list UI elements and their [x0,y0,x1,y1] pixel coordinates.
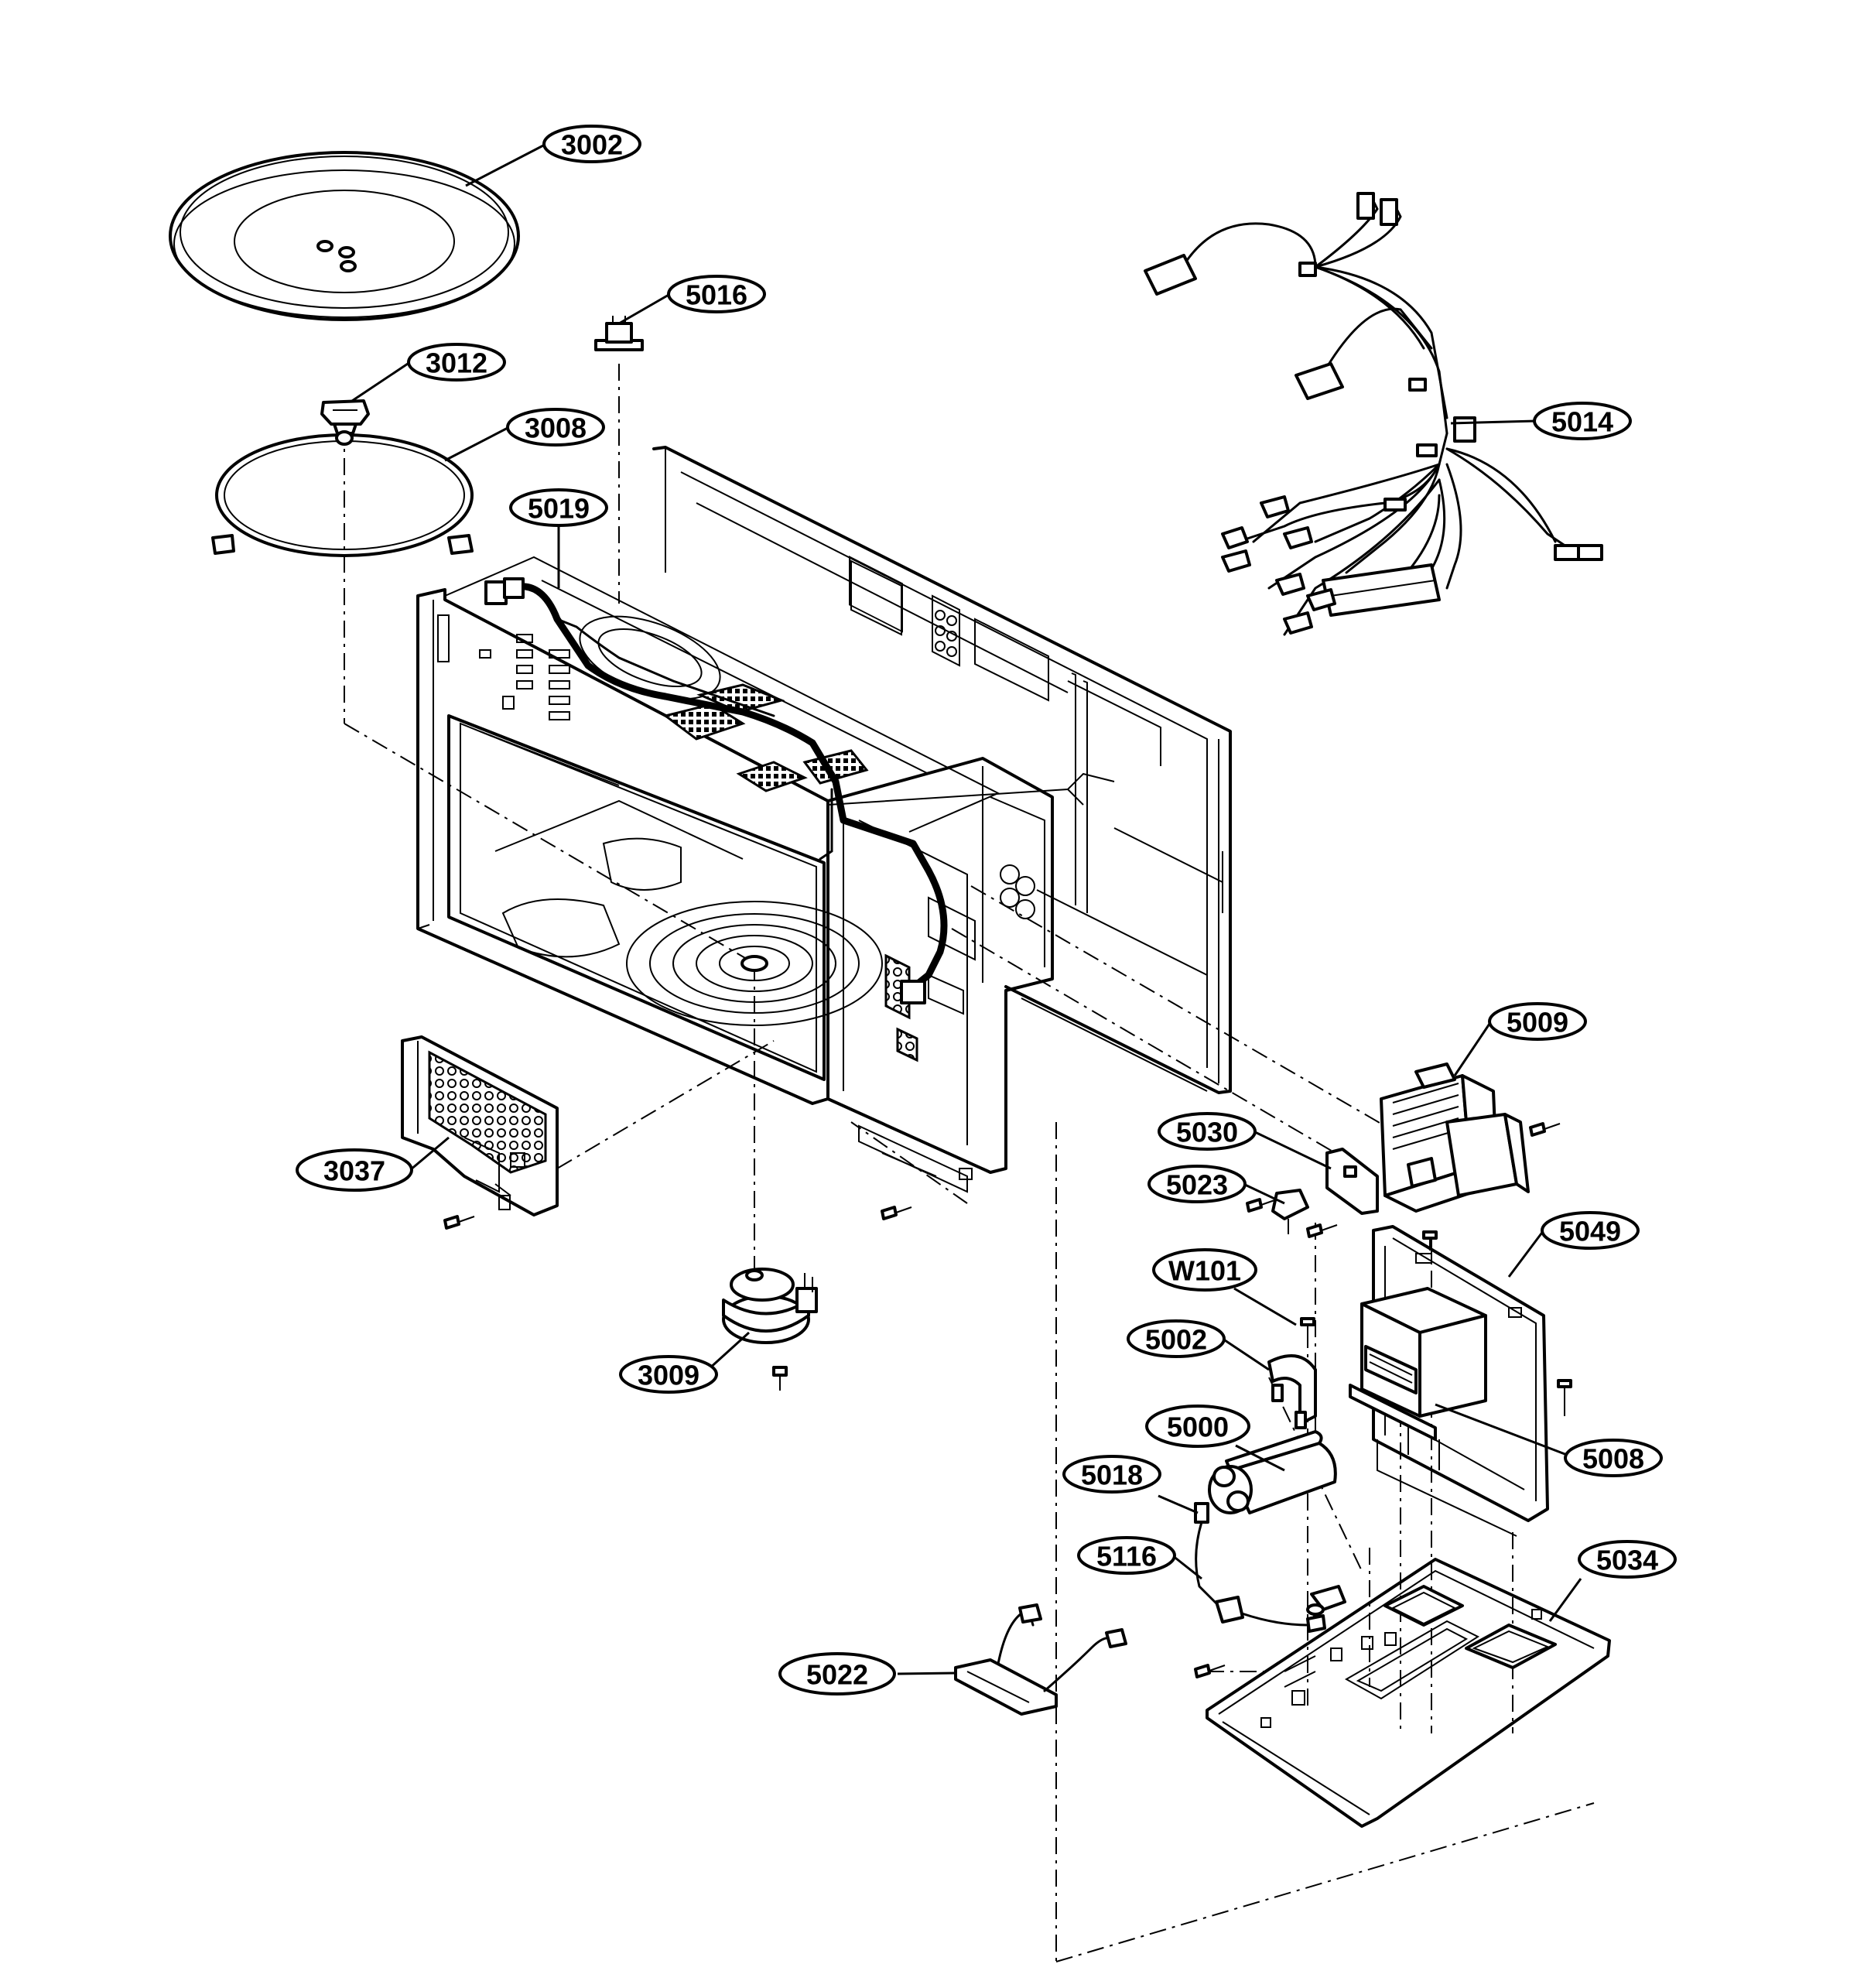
callout-3008: 3008 [506,408,605,447]
screw-icon [1194,1664,1226,1678]
callout-5116: 5116 [1077,1536,1176,1575]
callout-label: 3008 [525,412,587,444]
screw-icon [772,1366,788,1391]
callout-label: 5014 [1551,406,1613,438]
callout-5000: 5000 [1145,1405,1250,1448]
callout-label: 3037 [323,1155,385,1187]
screw-icon [1300,1317,1315,1337]
callout-W101: W101 [1152,1248,1257,1292]
roller-guide-ring [211,430,474,557]
thermostat-top [594,316,644,351]
base-plate [1206,1558,1611,1828]
callout-label: 5009 [1507,1007,1568,1038]
callout-5019: 5019 [509,488,608,527]
capacitor-bracket [1267,1354,1317,1429]
screw-icon [1306,1223,1338,1238]
oven-cavity [416,556,1115,1193]
callout-5016: 5016 [667,275,766,313]
callout-label: 3009 [638,1360,699,1391]
wire-harness-loose [1144,192,1603,636]
callout-label: 5018 [1081,1459,1143,1491]
light-switch-assembly [954,1603,1127,1716]
wire-harness-main [484,577,948,1004]
vent-grille-cover [401,1035,559,1216]
callout-3037: 3037 [296,1148,413,1192]
rear-mounting-panel [652,446,1232,1094]
callout-label: 5019 [528,493,590,525]
callout-label: 5030 [1176,1117,1238,1148]
callout-5034: 5034 [1578,1540,1677,1579]
high-voltage-transformer [1349,1287,1487,1441]
turntable-coupler [320,399,370,435]
callout-label: 3002 [561,129,623,161]
callout-3002: 3002 [542,125,641,163]
callout-5030: 5030 [1158,1112,1257,1151]
callout-label: 5034 [1596,1545,1658,1576]
leader-lines [351,142,1582,1675]
callout-5009: 5009 [1488,1002,1587,1041]
screws [443,1122,1572,1678]
glass-turntable-tray [169,151,520,321]
callout-label: 5002 [1145,1324,1207,1356]
callout-label: 3012 [426,347,487,379]
screw-icon [881,1206,912,1220]
callout-5014: 5014 [1533,402,1632,440]
callout-5022: 5022 [778,1652,896,1695]
callout-label: W101 [1168,1255,1241,1287]
callout-5008: 5008 [1564,1439,1663,1477]
callout-label: 5008 [1582,1443,1644,1475]
screw-icon [1529,1122,1561,1137]
callout-5023: 5023 [1147,1165,1247,1203]
callout-5002: 5002 [1127,1319,1226,1358]
screw-icon [1557,1379,1572,1416]
screw-icon [1246,1198,1277,1213]
thermal-fuse-bracket [1271,1148,1379,1234]
callout-5049: 5049 [1541,1211,1640,1250]
high-voltage-capacitor [1208,1430,1337,1514]
screw-icon [443,1215,475,1230]
callout-label: 5000 [1167,1411,1229,1443]
callout-labels: 3002 5016 3012 3008 5019 5014 5009 5030 [296,125,1677,1695]
callout-5018: 5018 [1062,1455,1161,1494]
callout-label: 5023 [1166,1169,1228,1201]
magnetron [1380,1062,1530,1213]
callout-label: 5022 [806,1659,868,1691]
callout-label: 5016 [686,279,747,311]
callout-3012: 3012 [407,343,506,382]
callout-3009: 3009 [619,1355,718,1394]
callout-label: 5116 [1096,1541,1157,1572]
callout-label: 5049 [1559,1216,1621,1247]
turntable-motor [722,1268,818,1344]
sensor-wire-assembly [1194,1502,1346,1633]
